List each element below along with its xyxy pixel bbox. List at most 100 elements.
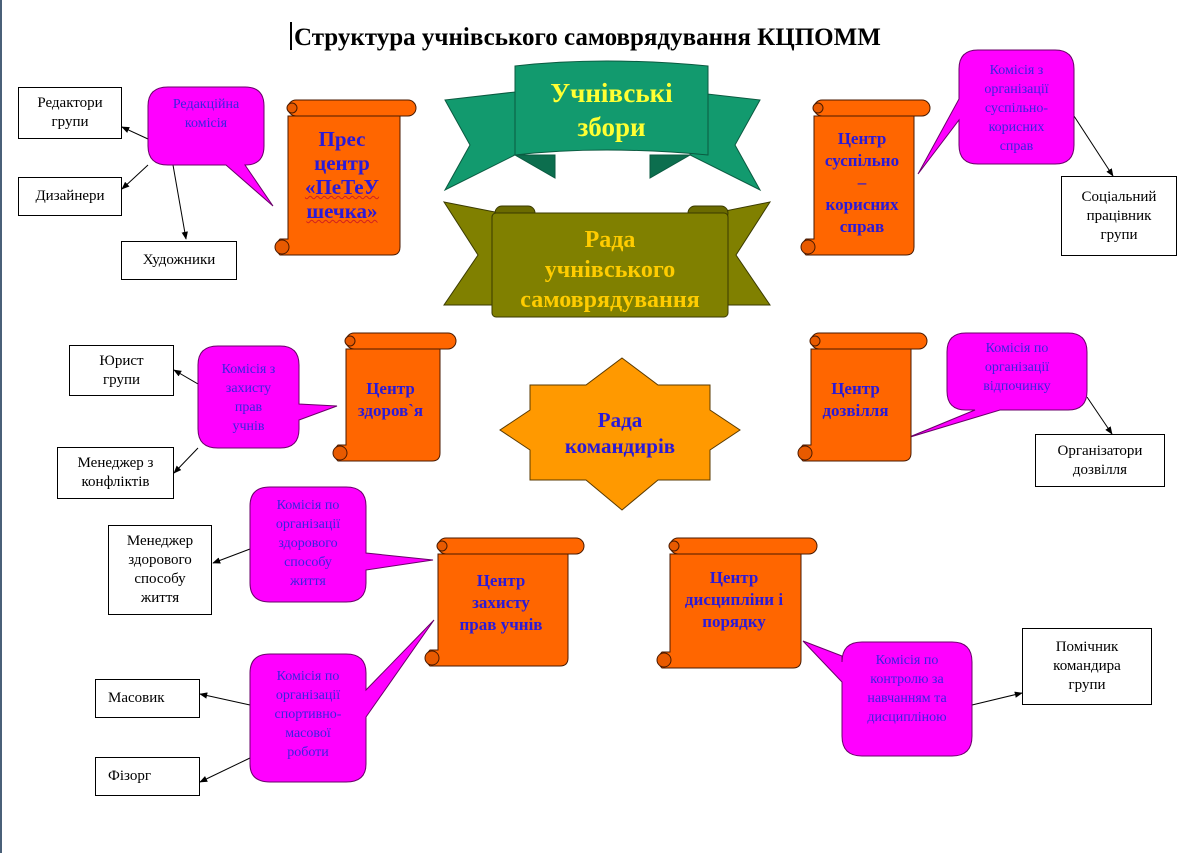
commission-editorial[interactable]: Редакційна комісія (148, 89, 264, 139)
text-line: здорового (278, 535, 338, 551)
text-line: Соціальний (1081, 188, 1157, 205)
text-line: Художники (142, 252, 216, 268)
scroll-discipline (656, 537, 818, 669)
text-line: Прес (318, 127, 366, 151)
role-designers[interactable]: Дизайнери (18, 177, 122, 216)
text-line: центр (314, 151, 370, 175)
text-line: Центр (709, 568, 759, 587)
text-line: групи (1100, 226, 1138, 243)
role-fizorg[interactable]: Фізорг (95, 757, 200, 796)
text-line: комісія (184, 116, 228, 131)
role-artists[interactable]: Художники (121, 241, 237, 280)
text-line: Комісія по (985, 341, 1049, 356)
text-line: учнів (232, 419, 265, 434)
text-line: групи (102, 371, 140, 388)
title-text: Структура учнівського самоврядування КЦП… (294, 24, 881, 51)
text-line: прав учнів (459, 614, 543, 634)
text-line: Комісія з (989, 62, 1044, 78)
window-left-edge (0, 0, 2, 853)
text-line: масової (285, 725, 331, 741)
banner-student-assembly (443, 60, 762, 192)
text-line: захисту (472, 592, 530, 612)
text-cursor (290, 22, 292, 50)
text-line: Масовик (108, 690, 165, 706)
text-lines: Художники (143, 251, 216, 270)
bubble-editorial-shape (147, 86, 274, 207)
text-line: організації (275, 516, 341, 532)
banner-student-assembly-label: Учнівські збори (515, 70, 708, 150)
text-lines: Масовик (108, 689, 165, 708)
text-line: спортивно- (274, 706, 342, 722)
text-line: справ (999, 138, 1034, 154)
text-line: Центр (837, 128, 887, 148)
bubble-sport-shape (249, 619, 435, 783)
text-line: Фізорг (108, 768, 152, 784)
role-social-worker[interactable]: Соціальний працівник групи (1061, 176, 1177, 256)
role-editors[interactable]: Редактори групи (18, 87, 122, 139)
text-line: Рада (584, 227, 636, 253)
connectors (121, 115, 1114, 783)
bubble-rest-shape (906, 332, 1088, 439)
text-line: роботи (287, 744, 329, 760)
text-line: Центр (831, 379, 880, 398)
role-mass-organizer[interactable]: Масовик (95, 679, 200, 718)
bubble-control-shape (802, 640, 973, 757)
banner-student-council (442, 201, 772, 318)
bubble-rights-shape (197, 345, 338, 449)
text-lines: Дизайнери (35, 187, 104, 206)
text-lines: Редактори групи (37, 94, 102, 132)
text-line: «ПеТеУ (304, 175, 380, 199)
scroll-rights (424, 537, 585, 667)
text-line: збори (577, 112, 646, 142)
scroll-social (800, 99, 931, 256)
text-line: Редакційна (172, 97, 240, 112)
text-lines: Фізорг (108, 767, 151, 786)
bubble-healthy-shape (249, 486, 434, 603)
text-line: дозвілля (1072, 461, 1128, 478)
text-line: працівник (1086, 207, 1152, 224)
scrolls (274, 99, 931, 669)
text-line: Учнівські (550, 78, 673, 108)
text-line: групи (51, 114, 89, 130)
text-line: Комісія по (276, 497, 340, 513)
text-line: командира (1053, 658, 1121, 674)
text-line: Центр (476, 570, 526, 590)
text-line: способу (134, 571, 186, 587)
text-line: відпочинку (983, 379, 1051, 394)
text-line: прав (234, 400, 263, 415)
text-line: командирів (564, 434, 676, 458)
text-line: життя (290, 573, 326, 589)
text-line: Редактори (37, 95, 103, 111)
text-line: дисципліною (867, 710, 947, 725)
text-line: шечка» (306, 199, 378, 223)
text-line: організації (275, 687, 341, 703)
text-line: Центр (366, 379, 415, 398)
scroll-leisure (797, 332, 928, 462)
